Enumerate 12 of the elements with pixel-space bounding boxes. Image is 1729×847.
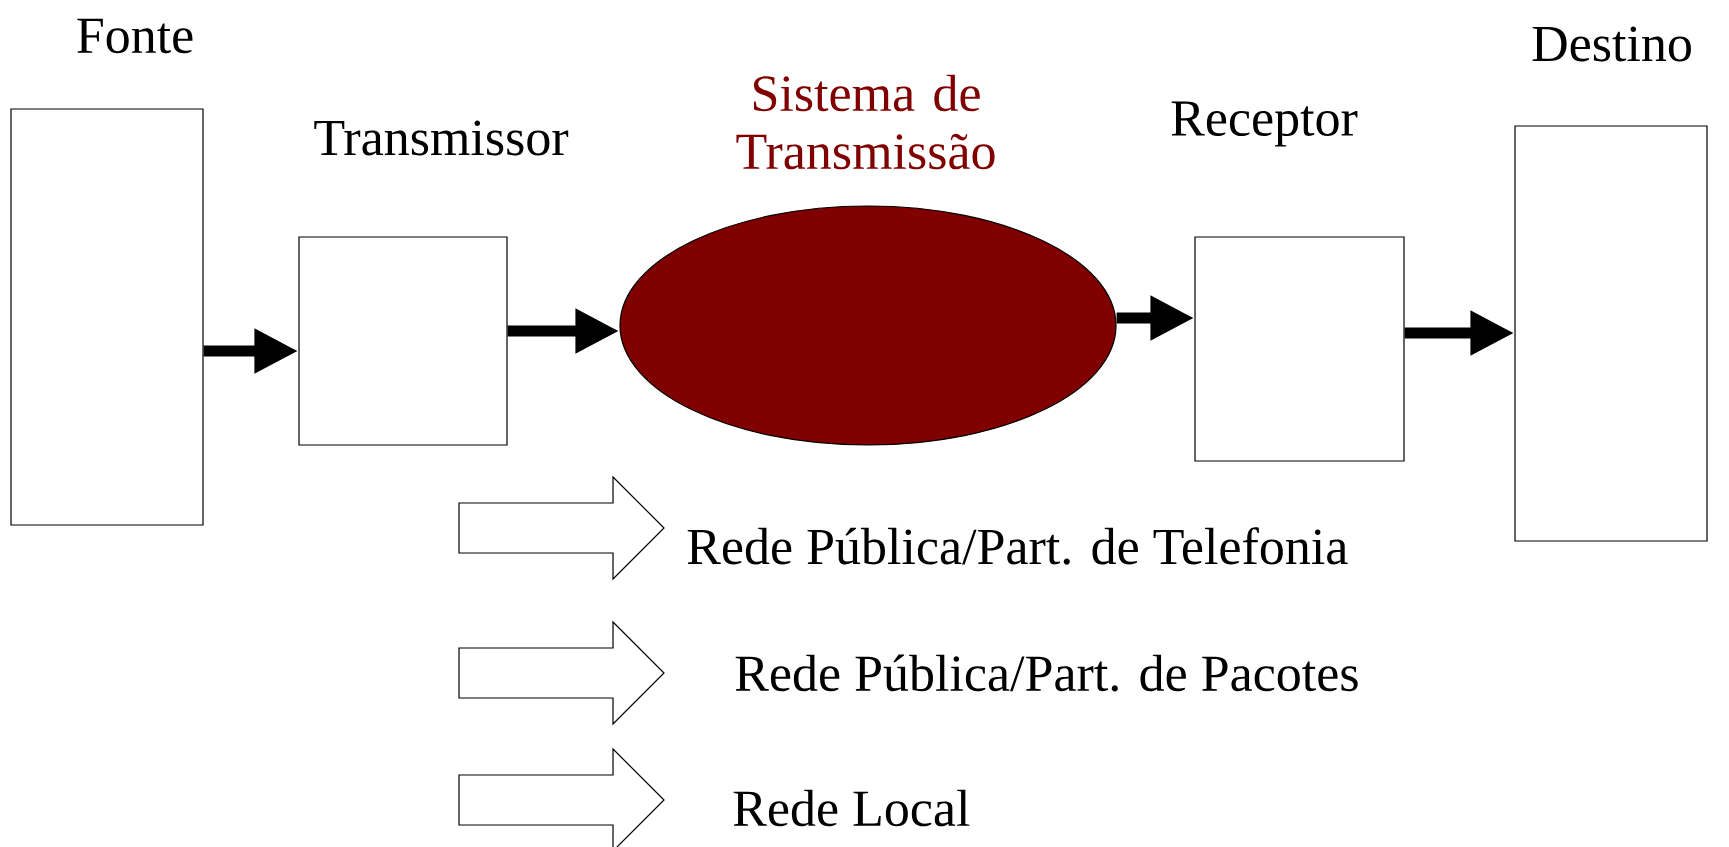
node-label: Receptor [1171,101,1358,147]
network-label: Rede Pública/Part. de Telefonia [687,527,1348,565]
node-label: Transmissor [314,120,569,156]
node-label: Destino [1532,26,1691,62]
network-label: Rede Pública/Part. de Pacotes [735,654,1358,692]
block-box: Transmissor [298,120,569,446]
network-label: Rede Local [733,789,970,827]
block-box: Fonte [10,18,204,526]
node-label: Sistema de Transmissão [736,74,995,170]
block-box: Destino [1514,26,1708,542]
block-box: Receptor [1171,101,1405,462]
node-label: Fonte [77,18,193,54]
